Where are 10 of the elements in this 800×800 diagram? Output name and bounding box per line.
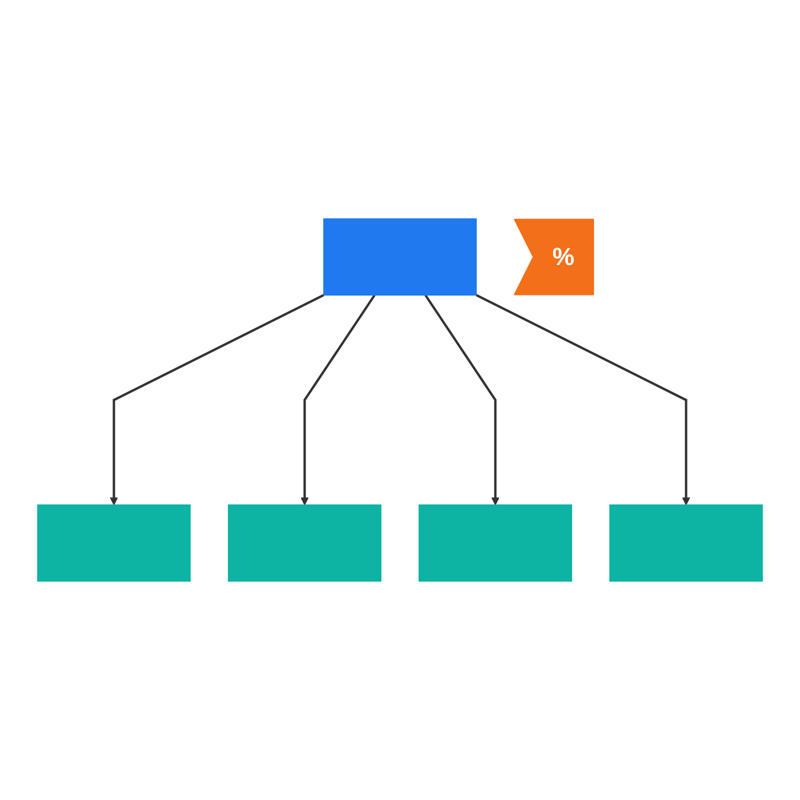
process-box (228, 504, 382, 582)
process-box (37, 504, 191, 582)
price-tag: % (514, 218, 594, 296)
process-box (323, 218, 477, 296)
process-box (609, 504, 763, 582)
arrow (300, 294, 376, 506)
arrow (424, 294, 500, 506)
arrow (110, 294, 324, 506)
arrow (476, 294, 690, 506)
process-box (418, 504, 572, 582)
